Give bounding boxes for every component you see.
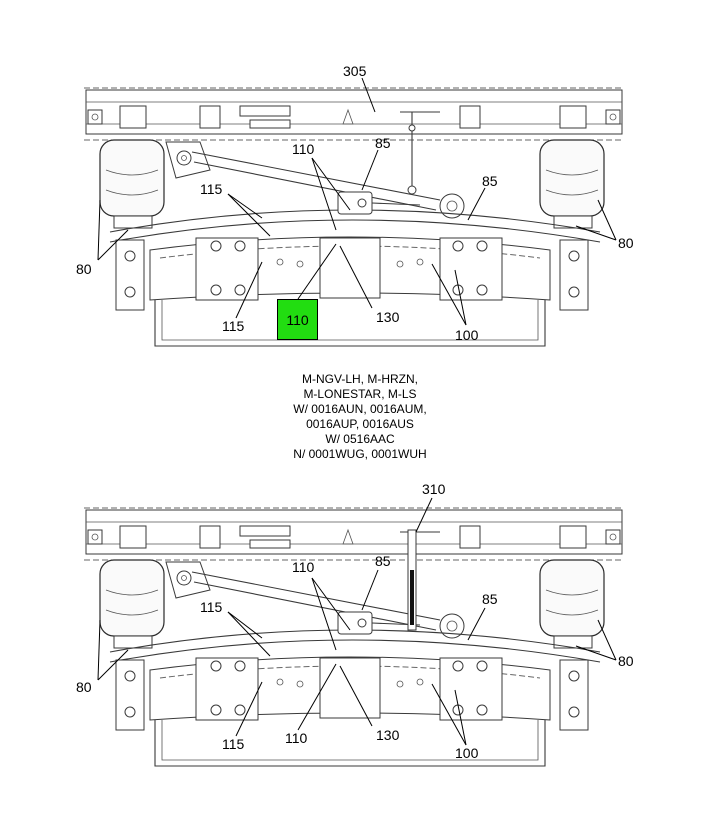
top-assembly [83,87,625,347]
callout-100[interactable]: 100 [455,327,479,343]
callout-80-right[interactable]: 80 [618,653,634,669]
callout-85-right[interactable]: 85 [482,173,498,189]
highlighted-callout-110[interactable]: 110 [277,299,318,340]
top-leaders [97,77,617,326]
callout-305[interactable]: 305 [343,63,367,79]
callout-110[interactable]: 110 [292,141,315,157]
callout-85-left[interactable]: 85 [375,135,391,151]
callout-115-upper[interactable]: 115 [200,599,223,615]
callout-115-lower[interactable]: 115 [222,736,245,752]
callout-85-right[interactable]: 85 [482,591,498,607]
callout-80-left[interactable]: 80 [76,679,92,695]
note-line: M-LONESTAR, M-LS [303,387,417,401]
bottom-leaders [97,497,617,746]
callout-115-upper[interactable]: 115 [200,181,223,197]
note-line: N/ 0001WUG, 0001WUH [293,447,427,461]
callout-100[interactable]: 100 [455,745,479,761]
bottom-assembly [83,507,625,767]
callout-85-left[interactable]: 85 [375,553,391,569]
callout-80-right[interactable]: 80 [618,235,634,251]
note-line: W/ 0516AAC [325,432,395,446]
callout-310[interactable]: 310 [422,481,446,497]
callout-115-lower[interactable]: 115 [222,318,245,334]
callout-110-lower[interactable]: 110 [285,730,308,746]
callout-130[interactable]: 130 [376,309,400,325]
callout-130[interactable]: 130 [376,727,400,743]
applicability-note: M-NGV-LH, M-HRZN, M-LONESTAR, M-LS W/ 00… [250,372,470,462]
note-line: W/ 0016AUN, 0016AUM, [293,402,427,416]
note-line: M-NGV-LH, M-HRZN, [302,372,418,386]
callout-80-left[interactable]: 80 [76,261,92,277]
callout-110-upper[interactable]: 110 [292,559,315,575]
note-line: 0016AUP, 0016AUS [306,417,414,431]
